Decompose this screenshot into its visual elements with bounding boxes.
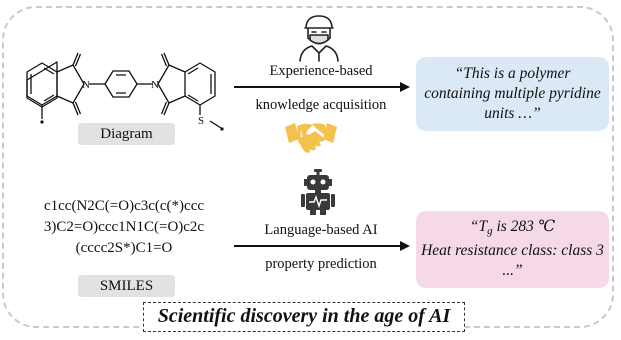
- atom-s: S: [198, 115, 204, 127]
- top-arrow-label-line2: knowledge acquisition: [255, 97, 387, 113]
- handshake-icon: [285, 123, 337, 153]
- atom-n-left: N: [82, 79, 90, 91]
- smiles-line-2: 3)C2=O)ccc1N1C(=O)c2c: [43, 219, 205, 235]
- prediction-callout: “Tg is 283 ℃ Heat resistance class: clas…: [416, 211, 609, 288]
- chemical-structure-diagram: N N S: [26, 52, 224, 131]
- scientist-icon: [299, 15, 339, 62]
- bottom-arrow-label-line1: Language-based AI: [264, 222, 378, 238]
- prediction-callout-line3: ...”: [502, 262, 523, 279]
- prediction-callout-line2: Heat resistance class: class 3: [421, 242, 604, 259]
- knowledge-callout-line3: units …”: [484, 105, 541, 122]
- prediction-callout-line1: “Tg is 283 ℃: [416, 217, 609, 241]
- tg-symbol: “T: [469, 218, 488, 235]
- atom-n-right: N: [151, 79, 159, 91]
- smiles-string: c1cc(N2C(=O)c3c(c(*)ccc 3)C2=O)ccc1N1C(=…: [18, 196, 230, 259]
- knowledge-callout-line1: “This is a polymer: [454, 65, 571, 82]
- smiles-line-1: c1cc(N2C(=O)c3c(c(*)ccc: [43, 198, 205, 214]
- top-arrow: [234, 82, 410, 92]
- knowledge-callout-line2: containing multiple pyridine: [424, 85, 601, 102]
- diagram-label: Diagram: [78, 123, 175, 145]
- tg-value: is 283 ℃: [492, 218, 556, 235]
- smiles-label: SMILES: [78, 275, 175, 297]
- tg-subscript: g: [487, 225, 493, 237]
- caption: Scientific discovery in the age of AI: [143, 302, 465, 332]
- smiles-line-3: (cccc2S*)C1=O: [75, 240, 173, 256]
- top-arrow-label-line1: Experience-based: [269, 63, 373, 79]
- bottom-arrow-label-line2: property prediction: [265, 256, 377, 272]
- robot-icon: [301, 169, 335, 215]
- bottom-arrow: [234, 241, 410, 251]
- knowledge-callout: “This is a polymer containing multiple p…: [416, 57, 609, 131]
